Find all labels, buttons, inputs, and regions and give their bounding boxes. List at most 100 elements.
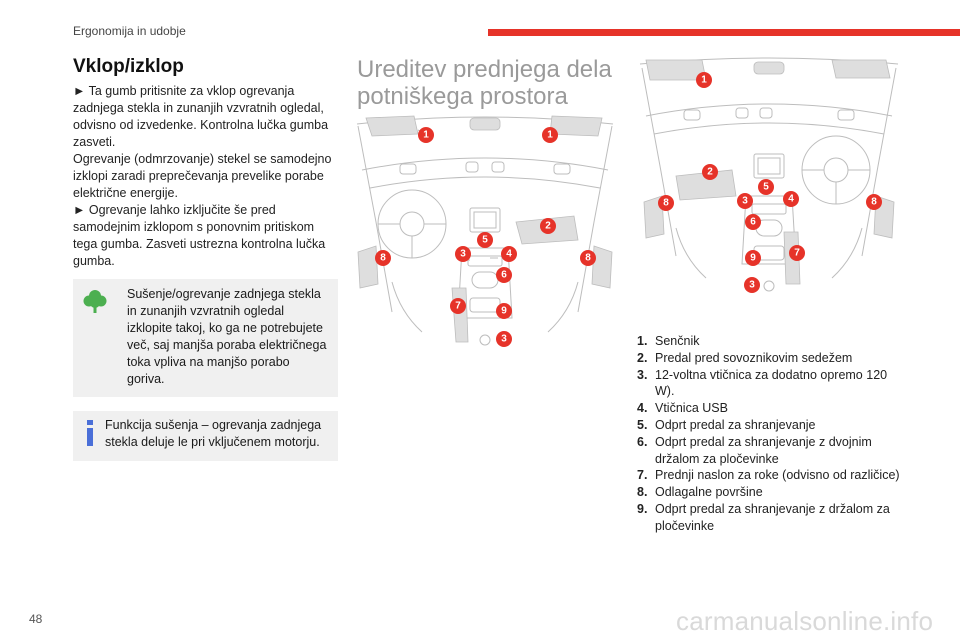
door-tray-right [591, 245, 613, 289]
door-tray-left [357, 245, 379, 289]
svg-text:4: 4 [506, 249, 512, 260]
legend-text: Predal pred sovoznikovim sedežem [655, 350, 853, 365]
section-heading-vklop: Vklop/izklop [73, 56, 184, 77]
legend-item: 5. Odprt predal za shranjevanje [637, 417, 902, 434]
callout-9: 9 [745, 250, 761, 266]
callout-6: 6 [496, 267, 512, 283]
environment-note-text: Sušenje/ogrevanje zadnjega stekla in zun… [127, 287, 327, 386]
legend-text: Senčnik [655, 334, 700, 348]
callout-1-right: 1 [542, 127, 558, 143]
svg-text:9: 9 [501, 306, 507, 317]
callout-5: 5 [477, 232, 493, 248]
armrest [451, 287, 469, 343]
header-accent-bar [488, 29, 960, 36]
svg-text:3: 3 [742, 196, 748, 207]
svg-text:8: 8 [663, 198, 669, 209]
cabin-figure-left: 1 1 2 3 4 5 6 7 8 8 9 3 [352, 112, 618, 358]
left-column: Vklop/izklop ► Ta gumb pritisnite za vkl… [73, 56, 338, 461]
legend-text: Odprt predal za shranjevanje [655, 417, 816, 432]
legend-item: 7. Prednji naslon za roke (odvisno od raz… [637, 467, 902, 484]
callout-4: 4 [783, 191, 799, 207]
legend-number: 6. [637, 434, 648, 449]
sun-visor-left [365, 115, 419, 137]
legend-number: 5. [637, 417, 648, 432]
svg-text:3: 3 [501, 334, 507, 345]
svg-text:6: 6 [501, 270, 507, 281]
svg-text:6: 6 [750, 217, 756, 228]
svg-text:5: 5 [763, 182, 769, 193]
page-number: 48 [29, 612, 43, 626]
callout-9: 9 [496, 303, 512, 319]
paragraph-2: Ogrevanje (odmrzovanje) stekel se samode… [73, 152, 332, 200]
callout-8-left: 8 [658, 195, 674, 211]
legend-text: 12-voltna vtičnica za dodatno opremo 120… [655, 367, 888, 399]
figure-legend: 1. Senčnik 2. Predal pred sovoznikovim sed… [637, 333, 902, 535]
legend-number: 8. [637, 485, 648, 500]
legend-number: 2. [637, 350, 648, 365]
legend-item: 9. Odprt predal za shranjevanje z držalom… [637, 501, 902, 535]
info-note-text: Funkcija sušenja – ogrevanja zadnjega st… [105, 418, 322, 449]
callout-2: 2 [702, 164, 718, 180]
legend-item: 1. Senčnik [637, 333, 902, 350]
running-header: Ergonomija in udobje [73, 24, 186, 38]
legend-number: 4. [637, 401, 648, 416]
paragraph-3: ► Ogrevanje lahko izključite še pred sam… [73, 203, 326, 268]
callout-3-bottom: 3 [496, 331, 512, 347]
legend-item: 8. Odlagalne površine [637, 484, 902, 501]
svg-text:1: 1 [701, 75, 707, 86]
callout-4: 4 [501, 246, 517, 262]
legend-text: Odlagalne površine [655, 485, 763, 500]
callout-3-bottom: 3 [744, 277, 760, 293]
callout-8-right: 8 [866, 194, 882, 210]
legend-item: 2. Predal pred sovoznikovim sedežem [637, 350, 902, 367]
legend-item: 3. 12-voltna vtičnica za dodatno opremo 1… [637, 367, 902, 401]
svg-text:3: 3 [749, 280, 755, 291]
tree-icon [83, 288, 107, 319]
svg-text:1: 1 [547, 130, 553, 141]
svg-text:5: 5 [482, 235, 488, 246]
callout-3-top: 3 [455, 246, 471, 262]
environment-note: Sušenje/ogrevanje zadnjega stekla in zun… [73, 279, 338, 397]
svg-text:2: 2 [707, 167, 713, 178]
callout-7: 7 [789, 245, 805, 261]
callout-6: 6 [745, 214, 761, 230]
svg-text:3: 3 [460, 249, 466, 260]
svg-text:8: 8 [380, 253, 386, 264]
svg-text:9: 9 [750, 253, 756, 264]
legend-item: 4. Vtičnica USB [637, 400, 902, 417]
svg-text:7: 7 [794, 248, 800, 259]
callout-8-left: 8 [375, 250, 391, 266]
sun-visor-right [549, 115, 603, 137]
legend-text: Vtičnica USB [655, 401, 728, 416]
center-screen [753, 153, 785, 179]
cabin-figure-right: 1 2 3 4 5 6 7 8 8 9 3 [636, 56, 902, 302]
legend-text: Prednji naslon za roke (odvisno od razli… [655, 468, 900, 483]
watermark: carmanualsonline.info [676, 606, 934, 636]
middle-column: Ureditev prednjega dela potniškega prost… [357, 56, 619, 110]
svg-text:1: 1 [423, 130, 429, 141]
info-note: Funkcija sušenja – ogrevanja zadnjega st… [73, 411, 338, 461]
rear-mirror [753, 61, 785, 75]
section-heading-ureditev: Ureditev prednjega dela potniškega prost… [357, 56, 612, 110]
legend-item: 6. Odprt predal za shranjevanje z dvojnim… [637, 434, 902, 468]
svg-text:8: 8 [585, 253, 591, 264]
callout-7: 7 [450, 298, 466, 314]
svg-text:2: 2 [545, 221, 551, 232]
legend-text: Odprt predal za shranjevanje z držalom z… [655, 501, 890, 533]
callout-2: 2 [540, 218, 556, 234]
svg-text:8: 8 [871, 197, 877, 208]
paragraph-1: ► Ta gumb pritisnite za vklop ogrevanja … [73, 84, 329, 149]
legend-number: 9. [637, 501, 648, 516]
info-icon [83, 420, 97, 451]
body-text: ► Ta gumb pritisnite za vklop ogrevanja … [73, 83, 338, 270]
callout-1: 1 [696, 72, 712, 88]
callout-3-top: 3 [737, 193, 753, 209]
legend-number: 1. [637, 334, 648, 348]
callout-8-right: 8 [580, 250, 596, 266]
legend-number: 3. [637, 367, 648, 382]
legend-number: 7. [637, 468, 648, 483]
callout-1-left: 1 [418, 127, 434, 143]
legend-text: Odprt predal za shranjevanje z dvojnim d… [655, 434, 872, 466]
rear-mirror [469, 117, 501, 131]
svg-text:4: 4 [788, 194, 794, 205]
